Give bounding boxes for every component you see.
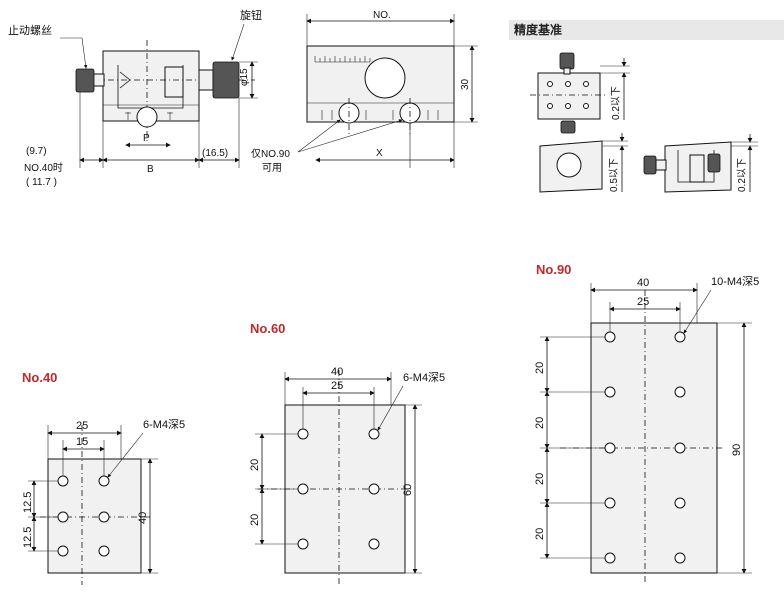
dim-11-7: ( 11.7 )	[26, 177, 57, 188]
front-view-stage: NO. 30 X 仅NO.90 可用	[251, 10, 478, 174]
no90-pitch-a: 20	[534, 362, 546, 374]
no60-height: 60	[402, 484, 414, 496]
accuracy-reference: 精度基准 0.2以下 0.5以下 0.2以	[509, 20, 784, 193]
b-label: B	[147, 164, 154, 175]
no40-title: No.40	[22, 370, 57, 385]
side-view-stage: φ15 止动螺丝 旋钮 P B (16.5) (9.7) NO.40时 ( 11…	[8, 8, 262, 188]
no60-w-outer: 40	[331, 366, 343, 378]
tol-label-1: 0.2以下	[611, 86, 622, 120]
tol-label-3: 0.2以下	[737, 158, 748, 192]
knob-knurl	[212, 61, 240, 99]
dia-label: φ15	[239, 68, 250, 86]
no60-pitch-a: 20	[249, 459, 261, 471]
acc-stage-1	[537, 72, 601, 120]
no60-w-inner: 25	[331, 380, 343, 392]
tol-label-2: 0.5以下	[609, 158, 620, 192]
plate-no40: No.40 25 15 6-M4深5 12.5 12.5 40	[22, 370, 185, 585]
no40-height: 40	[137, 512, 149, 524]
no-dim-label: NO.	[373, 10, 391, 21]
dim-16-5: (16.5)	[202, 148, 228, 159]
no40-pitch-a: 12.5	[22, 492, 34, 513]
no60-pitch-b: 20	[249, 514, 261, 526]
plate-no60: No.60 40 25 6-M4深5 20 20 60	[249, 321, 445, 585]
stop-screw-label: 止动螺丝	[8, 24, 52, 37]
height-30-label: 30	[460, 78, 471, 90]
no90-pitch-c: 20	[534, 473, 546, 485]
scale-ticks	[314, 56, 371, 63]
no90-height: 90	[731, 444, 743, 456]
dim-9-7: (9.7)	[26, 146, 47, 157]
no40-pitch-b: 12.5	[22, 527, 34, 548]
plate-no90: No.90 40 25 10-M4深5 20 20 20 20	[534, 262, 759, 585]
accuracy-title: 精度基准	[514, 22, 562, 37]
accuracy-header-bar	[509, 20, 784, 40]
no60-holes-label: 6-M4深5	[403, 371, 445, 384]
no90-w-inner: 25	[637, 296, 649, 308]
no60-title: No.60	[250, 321, 285, 336]
bottom-hole	[136, 106, 158, 128]
usable-label: 可用	[262, 163, 282, 174]
no90-pitch-b: 20	[534, 417, 546, 429]
p-label: P	[143, 133, 150, 144]
no90-only-label: 仅NO.90	[251, 148, 290, 160]
knob-bore	[364, 57, 406, 99]
no40-w-inner: 15	[76, 436, 88, 448]
no40-when-label: NO.40时	[24, 162, 63, 174]
no90-w-outer: 40	[637, 277, 649, 289]
x-label: X	[376, 148, 383, 159]
no90-holes-label: 10-M4深5	[711, 275, 759, 288]
no90-title: No.90	[536, 262, 571, 277]
no40-w-outer: 25	[76, 420, 88, 432]
no90-pitch-d: 20	[534, 528, 546, 540]
acc-holes-1	[547, 81, 589, 109]
no40-holes-label: 6-M4深5	[143, 418, 185, 431]
clamp-block	[164, 66, 184, 98]
stop-screw-knurl	[75, 68, 95, 93]
knob-label: 旋钮	[240, 8, 262, 22]
no90-holes	[604, 331, 686, 564]
